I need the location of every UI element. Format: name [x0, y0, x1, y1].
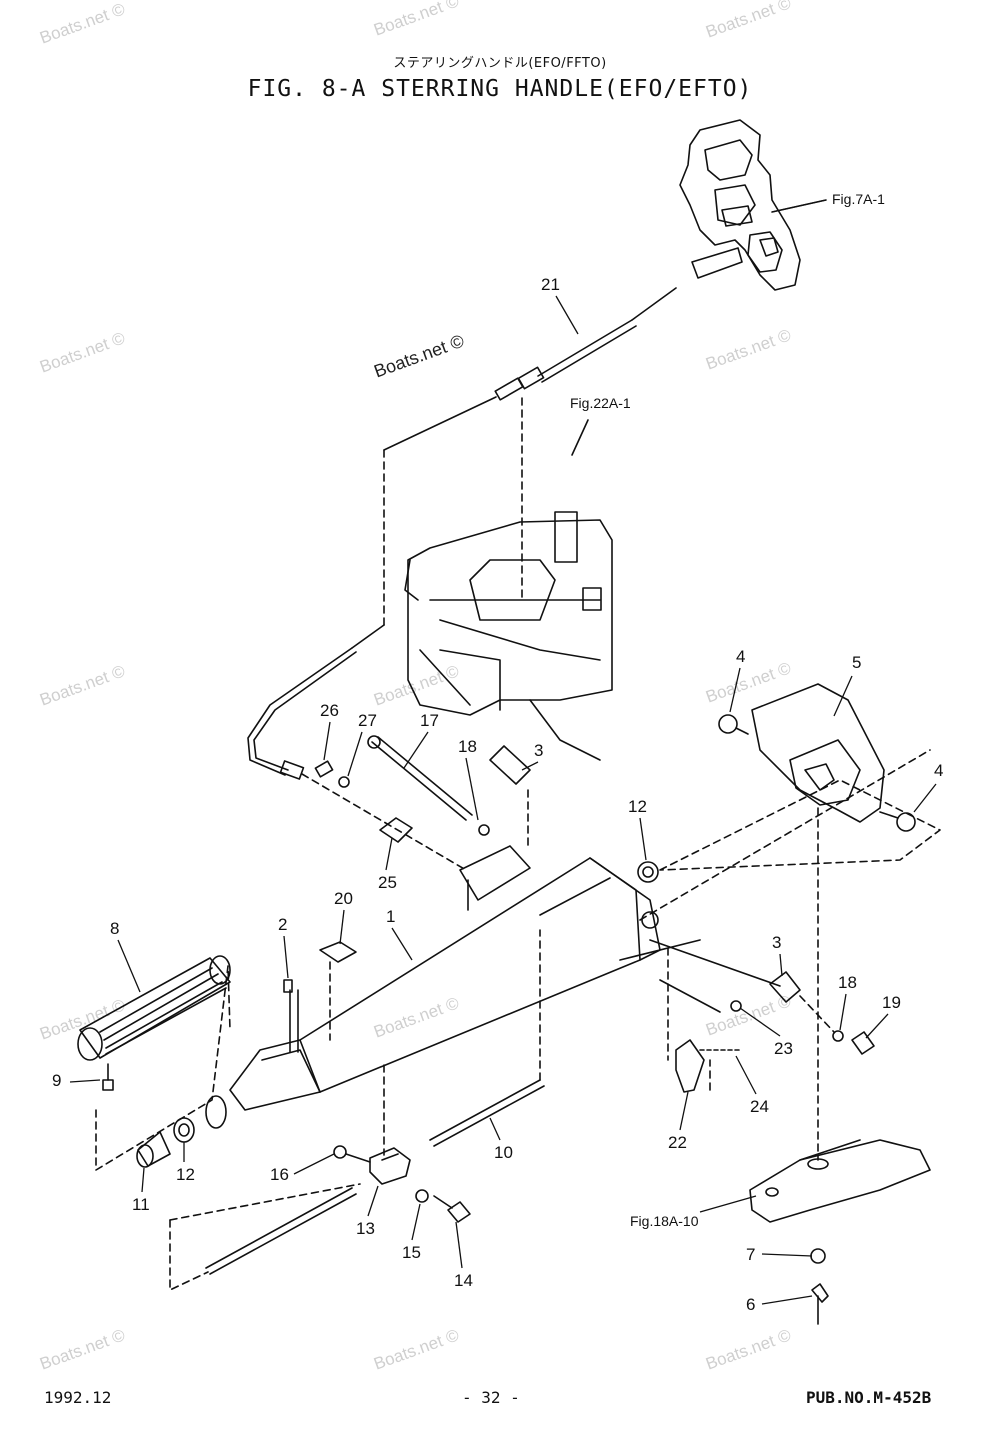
callout-19: 19: [882, 993, 901, 1012]
figure-title: FIG. 8-A STERRING HANDLE(EFO/EFTO): [247, 76, 753, 102]
callout-6: 6: [746, 1295, 755, 1314]
callout-25: 25: [378, 873, 397, 892]
callout-2: 2: [278, 915, 287, 934]
right-hardware-parts: [649, 939, 875, 1093]
shaft-parts: [169, 929, 545, 1291]
callout-12: 12: [176, 1165, 195, 1184]
callout-16: 16: [270, 1165, 289, 1184]
throttle-cable-part: [247, 287, 677, 871]
callout-4: 4: [934, 761, 943, 780]
bushing-parts: [136, 861, 659, 1168]
callout-labels: 21 4 5 4 26 27 17 18 3 12 25 20 1 2 8 9 …: [52, 275, 943, 1314]
print-date: 1992.12: [44, 1388, 112, 1407]
callout-17: 17: [420, 711, 439, 730]
callout-9: 9: [52, 1071, 61, 1090]
callout-23: 23: [774, 1039, 793, 1058]
callout-1: 1: [386, 907, 395, 926]
lower-mount-parts: [749, 1139, 931, 1325]
callout-3: 3: [772, 933, 781, 952]
figure-ref-22a1: Fig.22A-1: [570, 395, 631, 411]
grip-part: [77, 955, 231, 1171]
callout-12: 12: [628, 797, 647, 816]
callout-10: 10: [494, 1143, 513, 1162]
callout-4: 4: [736, 647, 745, 666]
tiller-handle-arm-part: [205, 749, 931, 1129]
figure-ref-18a10: Fig.18A-10: [630, 1213, 699, 1229]
callout-26: 26: [320, 701, 339, 720]
callout-5: 5: [852, 653, 861, 672]
callout-leaders: [69, 199, 937, 1305]
callout-15: 15: [402, 1243, 421, 1262]
callout-18: 18: [838, 973, 857, 992]
callout-8: 8: [110, 919, 119, 938]
callout-21: 21: [541, 275, 560, 294]
handle-bracket-part: [659, 683, 941, 1161]
callout-7: 7: [746, 1245, 755, 1264]
pivot-bolt-parts: [314, 735, 531, 911]
callout-20: 20: [334, 889, 353, 908]
adjust-block-parts: [333, 1145, 471, 1223]
callout-18: 18: [458, 737, 477, 756]
callout-22: 22: [668, 1133, 687, 1152]
figure-ref-7a1: Fig.7A-1: [832, 191, 885, 207]
publication-number: PUB.NO.M-452B: [806, 1388, 932, 1407]
page-number: - 32 -: [462, 1388, 520, 1407]
callout-11: 11: [132, 1195, 150, 1214]
callout-24: 24: [750, 1097, 769, 1116]
japanese-subtitle: ステアリングハンドル(EFO/FFTO): [393, 56, 607, 71]
callout-13: 13: [356, 1219, 375, 1238]
callout-27: 27: [358, 711, 377, 730]
callout-3: 3: [534, 741, 543, 760]
callout-14: 14: [454, 1271, 473, 1290]
tiller-frame-part: [404, 397, 613, 761]
small-hardware-parts: [283, 941, 357, 1041]
